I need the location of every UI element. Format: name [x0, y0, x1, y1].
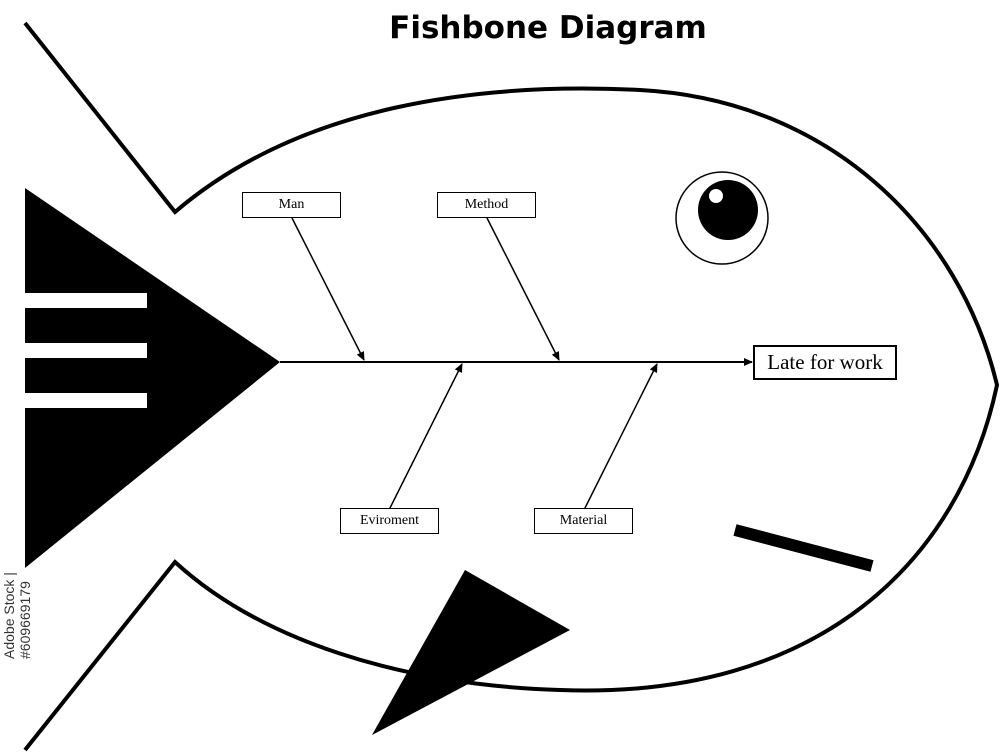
effect-box: Late for work — [753, 345, 897, 380]
tail-stripe — [25, 343, 147, 358]
tail-stripe — [25, 293, 147, 308]
cause-material: Material — [534, 508, 633, 534]
bone-material — [583, 363, 658, 511]
tail-stripe — [25, 393, 147, 408]
diagram-title: Fishbone Diagram — [389, 10, 707, 46]
eye-pupil — [698, 180, 758, 240]
bone-method — [486, 217, 560, 361]
cause-man: Man — [242, 192, 341, 218]
bone-man — [291, 217, 365, 361]
bottom-fin — [372, 570, 570, 735]
stock-watermark: Adobe Stock | #609669179 — [1, 572, 33, 659]
cause-environment: Eviroment — [340, 508, 439, 534]
tail-fin — [25, 188, 280, 568]
eye-highlight — [709, 189, 723, 203]
bone-environment — [388, 363, 463, 511]
mouth-line — [733, 524, 874, 572]
cause-method: Method — [437, 192, 536, 218]
